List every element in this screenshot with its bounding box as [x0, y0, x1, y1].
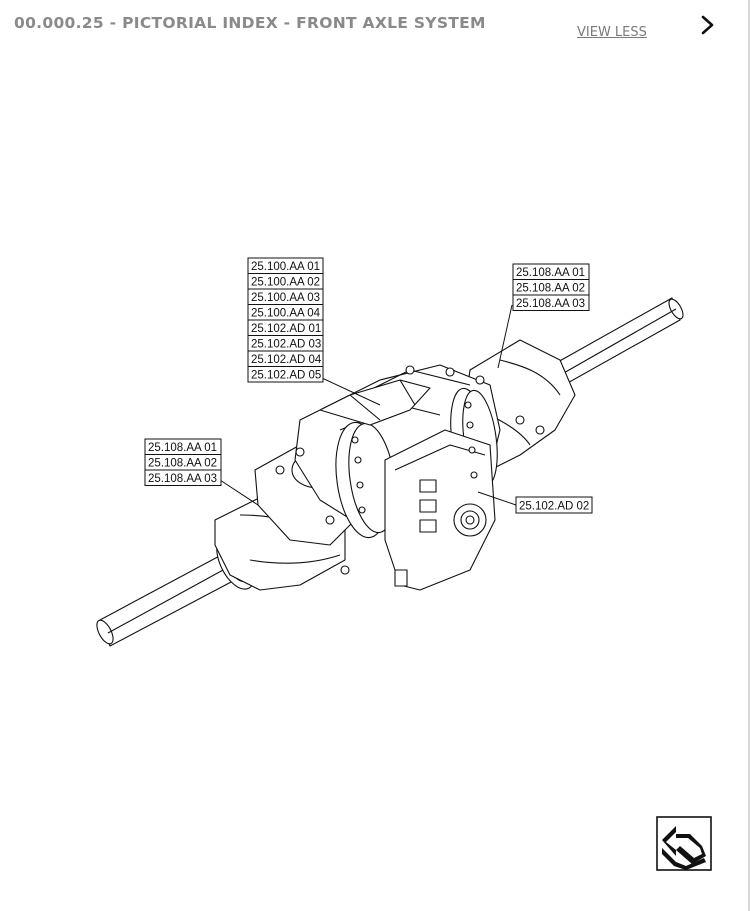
callout-label[interactable]: 25.100.AA 01 [247, 257, 324, 274]
view-less-link[interactable]: VIEW LESS [577, 25, 647, 40]
callout-label[interactable]: 25.108.AA 02 [144, 454, 222, 471]
callout-group-left: 25.108.AA 01 25.108.AA 02 25.108.AA 03 [144, 438, 222, 486]
callout-label[interactable]: 25.108.AA 01 [144, 438, 222, 455]
svg-text:25.100.AA 02: 25.100.AA 02 [251, 277, 320, 289]
page-title: 00.000.25 - PICTORIAL INDEX - FRONT AXLE… [14, 14, 486, 32]
svg-text:25.100.AA 01: 25.100.AA 01 [251, 261, 320, 273]
svg-text:25.102.AD 05: 25.102.AD 05 [251, 370, 321, 382]
callout-group-right: 25.102.AD 02 [515, 496, 593, 514]
axle-drawing: 25.100.AA 01 25.100.AA 02 25.100.AA 03 2… [96, 257, 684, 647]
svg-text:25.108.AA 02: 25.108.AA 02 [516, 283, 585, 295]
svg-text:25.100.AA 04: 25.100.AA 04 [251, 308, 321, 320]
svg-text:25.102.AD 01: 25.102.AD 01 [251, 323, 321, 335]
callout-label[interactable]: 25.102.AD 01 [247, 319, 324, 336]
callout-label[interactable]: 25.102.AD 05 [247, 366, 324, 383]
return-nav-button[interactable] [656, 816, 712, 871]
callout-group-top-right: 25.108.AA 01 25.108.AA 02 25.108.AA 03 [512, 263, 590, 311]
callout-label[interactable]: 25.108.AA 03 [512, 294, 590, 311]
svg-text:25.108.AA 03: 25.108.AA 03 [148, 473, 217, 485]
callout-label[interactable]: 25.100.AA 02 [247, 273, 324, 290]
svg-text:25.102.AD 02: 25.102.AD 02 [519, 501, 589, 513]
page-edge [748, 0, 750, 911]
svg-text:25.108.AA 03: 25.108.AA 03 [516, 298, 585, 310]
svg-text:25.102.AD 03: 25.102.AD 03 [251, 339, 321, 351]
svg-text:25.108.AA 01: 25.108.AA 01 [516, 267, 585, 279]
callout-group-top-center: 25.100.AA 01 25.100.AA 02 25.100.AA 03 2… [247, 257, 324, 383]
callout-label[interactable]: 25.108.AA 03 [144, 469, 222, 486]
callout-label[interactable]: 25.108.AA 01 [512, 263, 590, 280]
svg-text:25.102.AD 04: 25.102.AD 04 [251, 354, 322, 366]
callout-label[interactable]: 25.108.AA 02 [512, 279, 590, 296]
arrow-return-icon [656, 816, 712, 871]
callout-label[interactable]: 25.100.AA 04 [247, 304, 324, 321]
callout-label[interactable]: 25.100.AA 03 [247, 288, 324, 305]
callout-label[interactable]: 25.102.AD 04 [247, 350, 324, 367]
callout-label[interactable]: 25.102.AD 03 [247, 335, 324, 352]
svg-text:25.108.AA 02: 25.108.AA 02 [148, 458, 217, 470]
callout-label[interactable]: 25.102.AD 02 [515, 496, 593, 514]
svg-text:25.100.AA 03: 25.100.AA 03 [251, 292, 320, 304]
svg-text:25.108.AA 01: 25.108.AA 01 [148, 442, 217, 454]
next-page-button[interactable] [698, 14, 718, 36]
left-shaft-end [96, 619, 114, 645]
gearbox-block [384, 429, 496, 591]
chevron-right-icon [701, 15, 714, 35]
